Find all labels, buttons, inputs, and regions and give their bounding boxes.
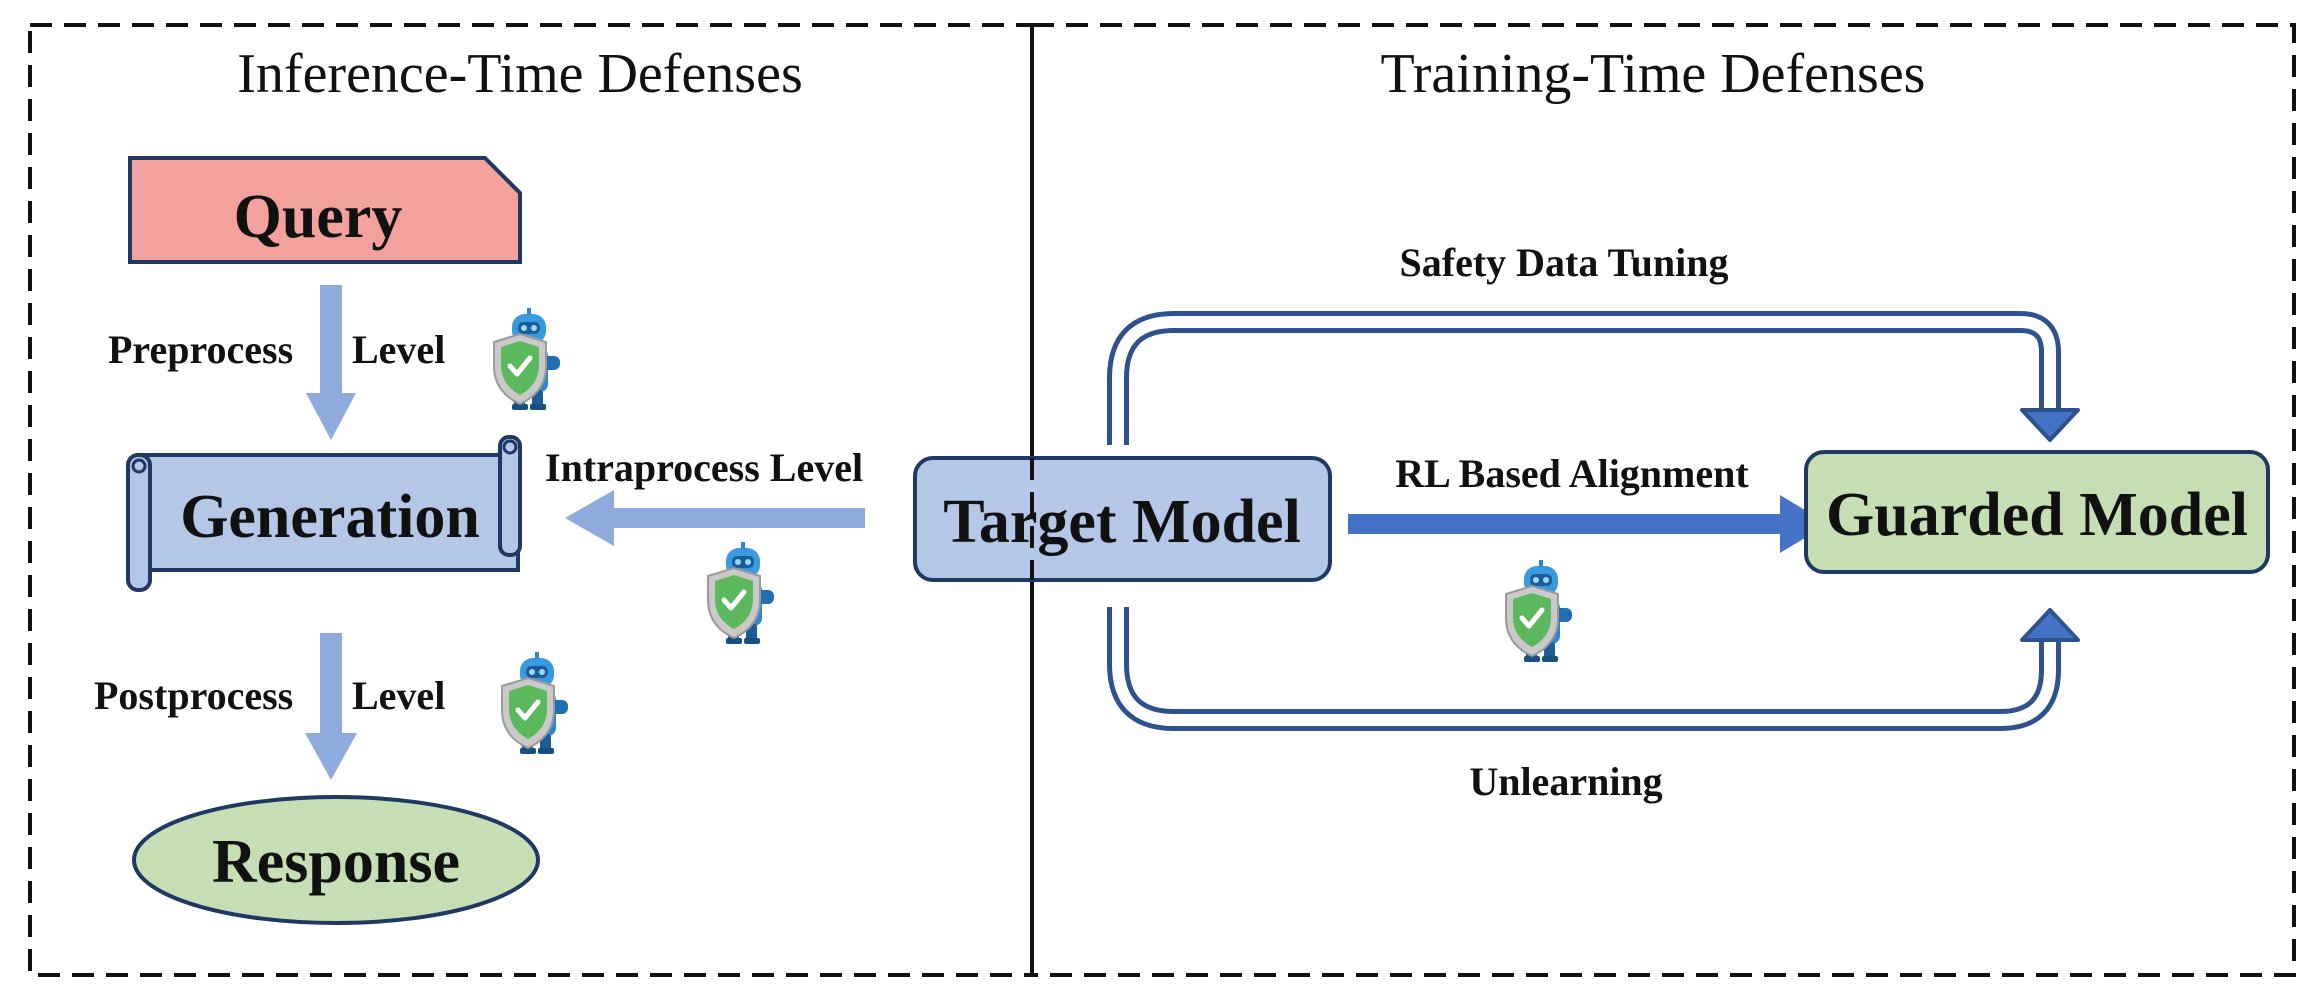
- unlearning-path-outline: [1107, 607, 2061, 731]
- unlearning-label: Unlearning: [1469, 759, 1662, 804]
- preprocess-label-right: Level: [352, 327, 445, 372]
- generation-node: [126, 435, 522, 592]
- response-node: [132, 795, 540, 925]
- target-model-node: [913, 456, 1332, 582]
- safety-tuning-path: [1112, 316, 2056, 445]
- generation-label: Generation: [180, 483, 480, 551]
- intraprocess-arrow: [565, 490, 865, 546]
- intraprocess-label: Intraprocess Level: [545, 445, 863, 490]
- unlearning-arrowhead: [2020, 608, 2080, 642]
- preprocess-arrow: [306, 285, 356, 440]
- postprocess-label-left: Postprocess: [94, 673, 293, 718]
- rl-alignment-guard-icon: [1506, 560, 1572, 662]
- guarded-model-node: [1804, 450, 2270, 574]
- safety-tuning-label: Safety Data Tuning: [1400, 240, 1729, 285]
- query-label: Query: [234, 183, 403, 251]
- intraprocess-guard-icon: [708, 542, 774, 644]
- target-model-label: Target Model: [943, 488, 1301, 556]
- response-label: Response: [212, 828, 460, 896]
- postprocess-arrow: [305, 633, 357, 780]
- rl-alignment-label: RL Based Alignment: [1395, 451, 1749, 496]
- safety-tuning-path-outline: [1107, 311, 2061, 445]
- unlearning-path: [1112, 607, 2056, 726]
- postprocess-guard-icon: [502, 652, 568, 754]
- rl-alignment-arrow: [1348, 495, 1828, 553]
- preprocess-label-left: Preprocess: [108, 327, 293, 372]
- inference-section-title: Inference-Time Defenses: [237, 43, 802, 105]
- training-section-title: Training-Time Defenses: [1381, 43, 1926, 105]
- preprocess-guard-icon: [494, 308, 560, 410]
- safety-tuning-arrowhead: [2020, 408, 2080, 442]
- query-node: [128, 156, 522, 264]
- guarded-model-label: Guarded Model: [1826, 481, 2248, 549]
- postprocess-label-right: Level: [352, 673, 445, 718]
